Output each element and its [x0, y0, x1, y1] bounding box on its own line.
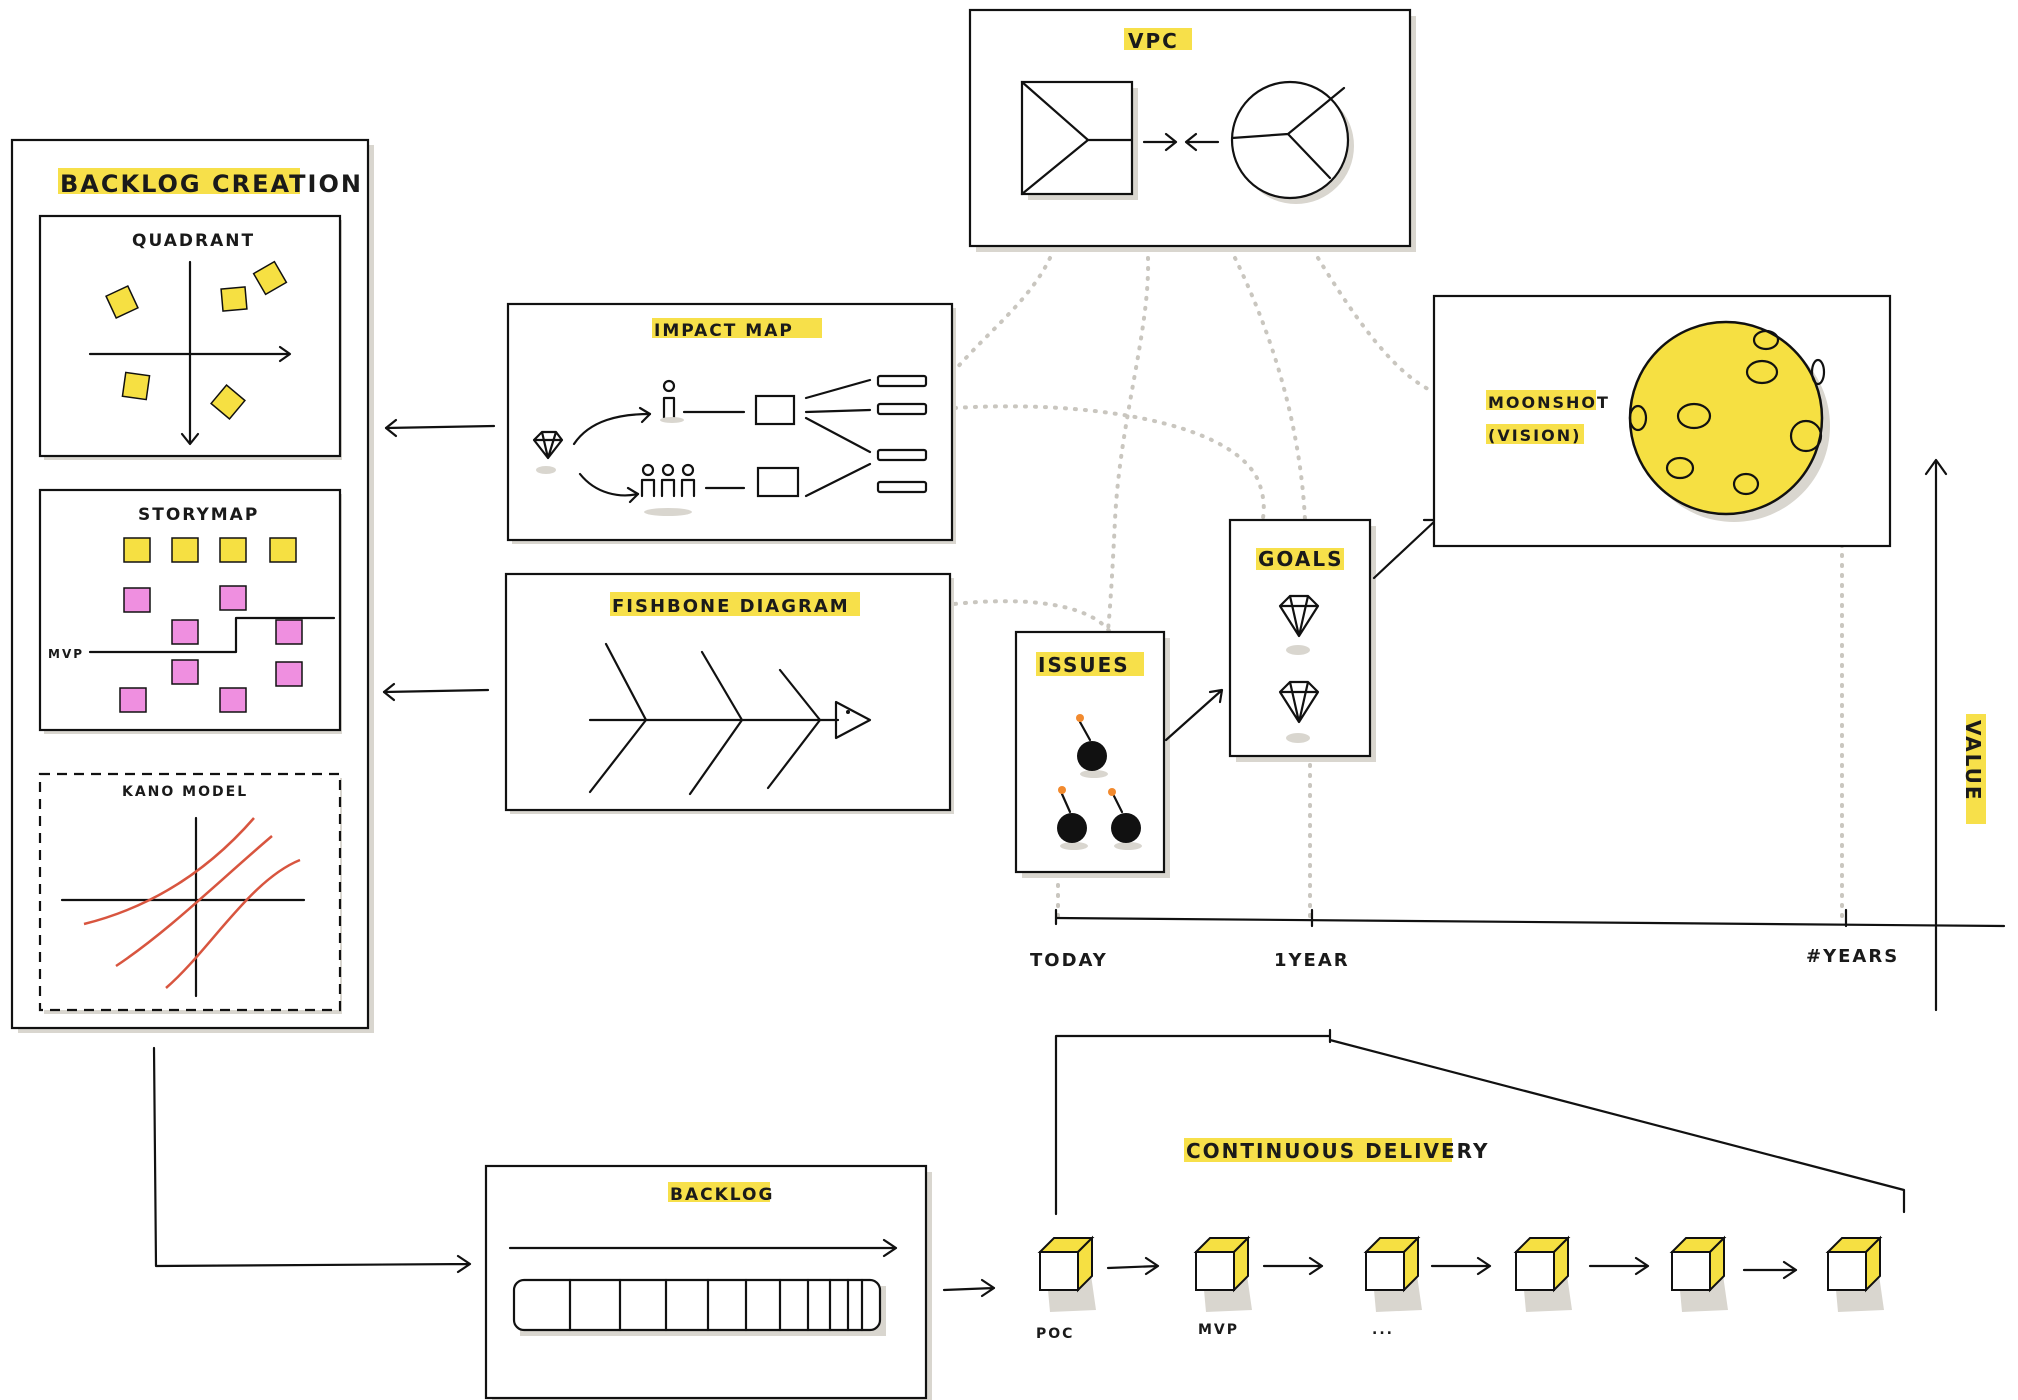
stage-arrow [1590, 1258, 1648, 1274]
kano-model-title: KANO MODEL [122, 784, 248, 800]
tick-1year: 1YEAR [1274, 950, 1350, 971]
arrow-goals-to-moonshot [1374, 520, 1436, 578]
stage-arrow [1264, 1258, 1322, 1274]
impact-map-title: IMPACT MAP [654, 321, 794, 341]
stage-arrow [1432, 1258, 1490, 1274]
moonshot-title-line1: MOONSHOT [1488, 393, 1610, 412]
delivery-title: CONTINUOUS DELIVERY [1186, 1139, 1489, 1163]
quadrant-title: QUADRANT [132, 231, 255, 251]
impact-map-panel: IMPACT MAP [508, 304, 956, 544]
fishbone-diagram-title: FISHBONE DIAGRAM [612, 596, 850, 617]
stage-arrow [1108, 1258, 1158, 1274]
stage-label-ellipsis: ... [1372, 1322, 1394, 1338]
stage-label-mvp: MVP [1198, 1322, 1239, 1338]
stage-arrow [1744, 1262, 1796, 1278]
cube-next [1366, 1238, 1422, 1312]
backlog-creation-title: BACKLOG CREATION [60, 170, 363, 198]
goals-panel: GOALS [1230, 520, 1376, 762]
issues-panel: ISSUES [1016, 632, 1170, 878]
backlog-panel: BACKLOG [486, 1166, 932, 1400]
kano-model-panel: KANO MODEL [40, 774, 342, 1014]
sticky-note [221, 287, 247, 311]
arrow-backlog-to-delivery [944, 1280, 994, 1296]
issues-title: ISSUES [1038, 653, 1130, 677]
goals-title: GOALS [1258, 547, 1344, 571]
cube-stage-5 [1672, 1238, 1728, 1312]
tick-years: #YEARS [1806, 946, 1899, 967]
vpc-panel: VPC [970, 10, 1416, 252]
cube-stage-6 [1828, 1238, 1884, 1312]
moonshot-panel: MOONSHOT (VISION) [1434, 296, 1890, 546]
tick-today: TODAY [1030, 950, 1108, 971]
moonshot-title-line2: (VISION) [1488, 426, 1581, 445]
backlog-title: BACKLOG [670, 1185, 774, 1205]
storymap-title: STORYMAP [138, 505, 259, 525]
sticky-note [122, 372, 149, 399]
stage-label-poc: POC [1036, 1326, 1074, 1342]
quadrant-panel: QUADRANT [40, 216, 342, 460]
mvp-line-label: MVP [48, 647, 84, 661]
y-axis-label: VALUE [1961, 720, 1985, 802]
arrows-to-backlog-creation [384, 420, 494, 700]
arrow-issues-to-goals [1166, 690, 1222, 740]
arrow-to-backlog [154, 1048, 470, 1272]
fishbone-diagram-panel: FISHBONE DIAGRAM [506, 574, 954, 814]
cube-stage-4 [1516, 1238, 1572, 1312]
cube-poc [1040, 1238, 1096, 1312]
vpc-title: VPC [1128, 29, 1179, 53]
storymap-panel: STORYMAP MVP [40, 490, 342, 734]
cube-mvp [1196, 1238, 1252, 1312]
continuous-delivery: CONTINUOUS DELIVERY POC MVP ... [1036, 1030, 1904, 1342]
